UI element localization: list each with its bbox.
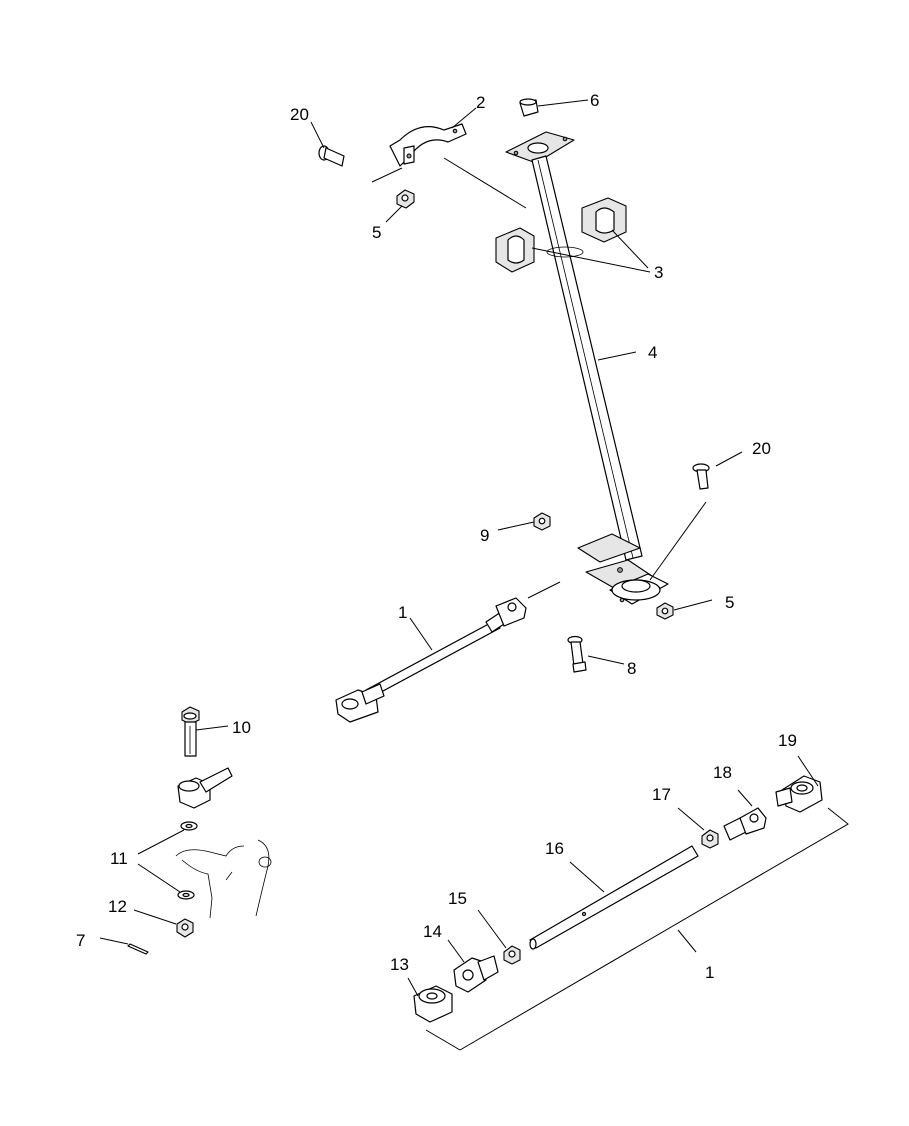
nut-part-5-top <box>396 189 415 209</box>
callout-9: 9 <box>480 526 489 545</box>
bolt-part-8 <box>567 635 587 673</box>
rod-part-16 <box>529 845 699 950</box>
callout-1-upper: 1 <box>398 603 407 622</box>
callout-7: 7 <box>76 931 85 950</box>
rod-end-left <box>177 767 233 809</box>
callout-8: 8 <box>627 659 636 678</box>
callout-16: 16 <box>545 839 564 858</box>
callout-19: 19 <box>778 731 797 750</box>
nut-part-12 <box>176 918 194 938</box>
bolt-part-20-lower <box>692 463 710 490</box>
nut-part-15 <box>503 945 521 965</box>
bushing-part-3-left <box>495 227 535 273</box>
callout-15: 15 <box>448 889 467 908</box>
cotter-pin-part-7 <box>127 943 149 955</box>
rod-end-part-18 <box>723 807 767 841</box>
callout-10: 10 <box>232 718 251 737</box>
callout-4: 4 <box>648 343 657 362</box>
rod-end-part-14 <box>453 955 499 993</box>
callout-5-lower: 5 <box>725 593 734 612</box>
washer-part-11-lower <box>177 890 195 900</box>
cap-part-6 <box>519 98 539 117</box>
steering-column-part-4 <box>505 131 669 605</box>
steering-arm <box>175 839 272 919</box>
bushing-part-3-right <box>581 197 627 243</box>
leader-lines <box>99 99 849 1051</box>
callout-3: 3 <box>654 263 663 282</box>
callout-20-top: 20 <box>290 105 309 124</box>
tie-rod-assembly-part-1 <box>335 597 527 723</box>
bolt-part-20-top <box>318 145 345 167</box>
callouts: 20 2 6 5 3 4 20 9 5 1 8 10 19 18 17 16 1… <box>76 91 797 982</box>
callout-6: 6 <box>590 91 599 110</box>
callout-13: 13 <box>390 955 409 974</box>
rod-end-part-19 <box>775 775 823 813</box>
washer-part-11-upper <box>180 821 198 831</box>
nut-part-5-lower <box>656 602 674 620</box>
callout-14: 14 <box>423 922 442 941</box>
bolt-part-10 <box>181 706 200 757</box>
rod-end-part-13 <box>413 985 453 1023</box>
callout-1-lower: 1 <box>705 963 714 982</box>
nut-part-17 <box>701 829 719 849</box>
clamp-part-2 <box>389 123 467 167</box>
callout-2: 2 <box>476 93 485 112</box>
callout-17: 17 <box>652 785 671 804</box>
nut-part-9 <box>533 512 551 531</box>
callout-18: 18 <box>713 763 732 782</box>
callout-12: 12 <box>108 897 127 916</box>
callout-11: 11 <box>110 849 128 868</box>
callout-5-top: 5 <box>372 223 381 242</box>
callout-20-lower: 20 <box>752 439 771 458</box>
